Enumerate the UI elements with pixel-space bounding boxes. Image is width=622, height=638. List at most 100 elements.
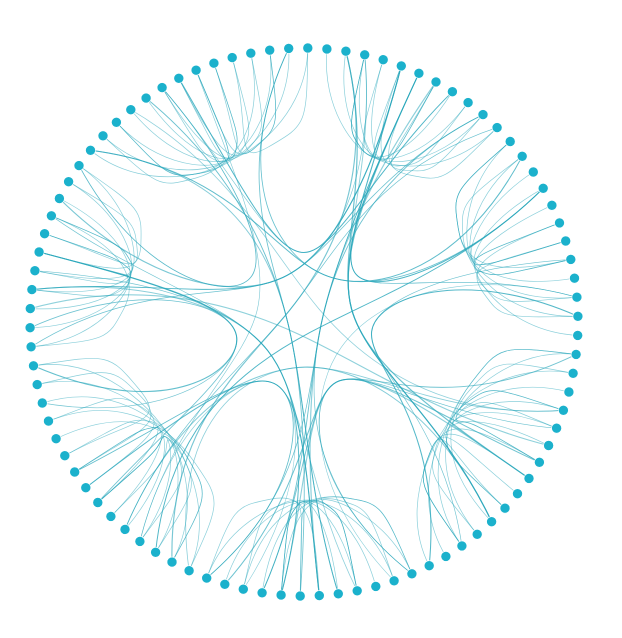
node-49[interactable] bbox=[423, 560, 435, 572]
node-64[interactable] bbox=[150, 546, 161, 558]
node-9[interactable] bbox=[264, 44, 276, 56]
node-19[interactable] bbox=[447, 86, 458, 97]
node-39[interactable] bbox=[551, 422, 562, 434]
node-80[interactable] bbox=[26, 284, 38, 295]
node-11[interactable] bbox=[302, 42, 314, 54]
node-52[interactable] bbox=[370, 581, 382, 592]
node-24[interactable] bbox=[516, 151, 528, 162]
node-86[interactable] bbox=[63, 176, 74, 187]
node-33[interactable] bbox=[572, 310, 584, 322]
node-0[interactable] bbox=[111, 117, 122, 128]
node-32[interactable] bbox=[571, 291, 583, 303]
node-65[interactable] bbox=[134, 536, 146, 547]
node-82[interactable] bbox=[33, 246, 45, 258]
node-35[interactable] bbox=[570, 349, 582, 360]
node-75[interactable] bbox=[31, 379, 43, 390]
node-17[interactable] bbox=[413, 68, 425, 79]
link-123 bbox=[171, 50, 357, 563]
node-70[interactable] bbox=[69, 466, 80, 478]
node-74[interactable] bbox=[36, 397, 48, 409]
node-40[interactable] bbox=[543, 440, 554, 451]
node-78[interactable] bbox=[24, 322, 36, 334]
node-1[interactable] bbox=[125, 104, 137, 115]
node-79[interactable] bbox=[24, 303, 36, 314]
node-15[interactable] bbox=[377, 54, 389, 66]
node-42[interactable] bbox=[523, 473, 535, 484]
node-59[interactable] bbox=[238, 583, 249, 595]
node-62[interactable] bbox=[183, 565, 195, 577]
node-29[interactable] bbox=[560, 235, 572, 247]
node-72[interactable] bbox=[50, 433, 62, 445]
node-56[interactable] bbox=[294, 590, 306, 602]
node-26[interactable] bbox=[537, 183, 549, 194]
node-12[interactable] bbox=[321, 43, 333, 55]
node-10[interactable] bbox=[283, 43, 295, 54]
node-3[interactable] bbox=[156, 82, 168, 93]
node-47[interactable] bbox=[456, 540, 468, 552]
node-27[interactable] bbox=[546, 200, 558, 211]
node-44[interactable] bbox=[499, 502, 511, 514]
node-57[interactable] bbox=[275, 589, 287, 601]
node-14[interactable] bbox=[359, 49, 371, 61]
link-78 bbox=[116, 69, 230, 166]
link-120 bbox=[31, 286, 300, 596]
node-58[interactable] bbox=[256, 587, 268, 599]
node-13[interactable] bbox=[340, 45, 352, 57]
node-68[interactable] bbox=[92, 497, 104, 508]
node-37[interactable] bbox=[563, 386, 575, 398]
node-83[interactable] bbox=[39, 228, 50, 239]
node-36[interactable] bbox=[567, 367, 579, 379]
node-6[interactable] bbox=[208, 57, 220, 69]
node-76[interactable] bbox=[28, 360, 39, 372]
node-84[interactable] bbox=[46, 210, 57, 222]
node-20[interactable] bbox=[462, 97, 474, 108]
node-5[interactable] bbox=[190, 64, 202, 76]
node-2[interactable] bbox=[140, 92, 152, 104]
node-66[interactable] bbox=[119, 524, 131, 535]
node-18[interactable] bbox=[430, 76, 442, 88]
link-70 bbox=[38, 165, 142, 269]
node-61[interactable] bbox=[201, 572, 212, 584]
node-51[interactable] bbox=[388, 575, 400, 587]
node-25[interactable] bbox=[527, 166, 539, 178]
link-114 bbox=[161, 54, 367, 253]
node-63[interactable] bbox=[166, 556, 178, 568]
node-81[interactable] bbox=[29, 265, 41, 277]
node-87[interactable] bbox=[73, 160, 85, 171]
node-31[interactable] bbox=[569, 272, 580, 284]
link-31 bbox=[422, 436, 518, 547]
node-54[interactable] bbox=[332, 588, 344, 600]
node-34[interactable] bbox=[572, 330, 584, 341]
link-16 bbox=[476, 222, 579, 318]
node-71[interactable] bbox=[59, 450, 71, 462]
node-73[interactable] bbox=[43, 415, 54, 427]
node-53[interactable] bbox=[351, 585, 363, 597]
node-38[interactable] bbox=[558, 404, 569, 416]
node-85[interactable] bbox=[54, 193, 65, 204]
link-119 bbox=[155, 187, 544, 553]
node-46[interactable] bbox=[471, 528, 483, 540]
node-30[interactable] bbox=[565, 254, 577, 265]
node-48[interactable] bbox=[440, 551, 452, 562]
node-67[interactable] bbox=[105, 511, 117, 522]
node-50[interactable] bbox=[406, 568, 418, 580]
node-88[interactable] bbox=[85, 145, 96, 156]
node-23[interactable] bbox=[504, 136, 516, 147]
node-43[interactable] bbox=[512, 488, 523, 500]
node-7[interactable] bbox=[226, 52, 238, 63]
node-28[interactable] bbox=[554, 217, 565, 229]
link-104 bbox=[32, 251, 238, 392]
node-4[interactable] bbox=[173, 73, 185, 84]
node-22[interactable] bbox=[491, 122, 503, 133]
node-60[interactable] bbox=[219, 578, 231, 590]
node-21[interactable] bbox=[477, 109, 489, 120]
node-45[interactable] bbox=[486, 516, 497, 528]
node-16[interactable] bbox=[395, 60, 407, 72]
node-55[interactable] bbox=[313, 590, 325, 601]
link-89 bbox=[161, 47, 309, 162]
node-41[interactable] bbox=[534, 456, 545, 468]
node-89[interactable] bbox=[97, 130, 109, 142]
node-77[interactable] bbox=[25, 341, 37, 353]
node-69[interactable] bbox=[80, 482, 92, 494]
node-8[interactable] bbox=[245, 47, 257, 59]
